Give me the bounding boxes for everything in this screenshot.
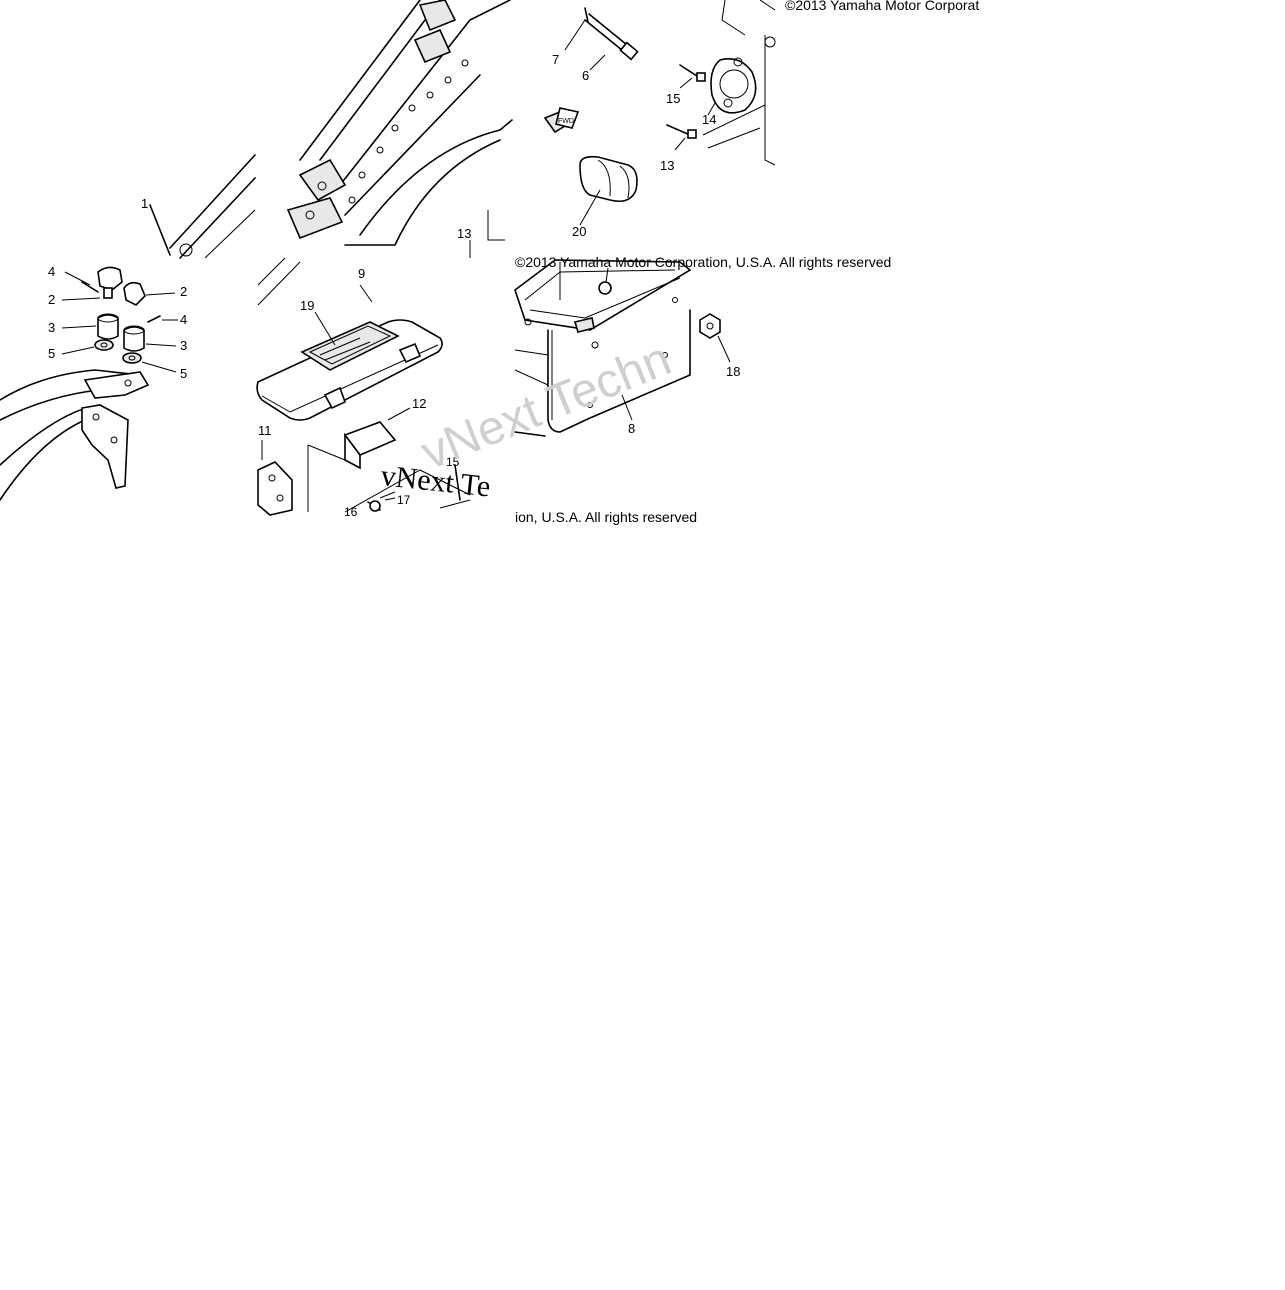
callout-11: 11 [258, 423, 272, 438]
callout-5-left: 5 [48, 346, 55, 361]
copyright-bottom: ion, U.S.A. All rights reserved [515, 509, 697, 525]
callout-17: 17 [397, 493, 411, 507]
callout-4-right: 4 [180, 312, 187, 327]
callout-6: 6 [582, 68, 589, 83]
callout-1-top: 1 [141, 196, 148, 211]
panel-top-right: 7 6 14 15 13 FWD 20 [543, 0, 776, 239]
panel-right: 18 8 [514, 259, 740, 437]
callout-2-right: 2 [180, 284, 187, 299]
callout-14: 14 [702, 112, 716, 127]
panel-top-middle: 13 [286, 0, 513, 258]
panel-left: 4 2 2 4 3 3 5 5 [0, 264, 187, 501]
callout-13-top-right: 13 [660, 158, 674, 173]
callout-13-top-middle: 13 [457, 226, 471, 241]
callout-18: 18 [726, 364, 740, 379]
callout-20: 20 [572, 224, 586, 239]
callout-8: 8 [628, 421, 635, 436]
callout-5-right: 5 [180, 366, 187, 381]
callout-4-left: 4 [48, 264, 55, 279]
callout-15-center: 15 [446, 455, 460, 469]
panel-center: 9 19 12 11 17 16 15 [256, 257, 471, 519]
callout-16: 16 [344, 505, 358, 519]
callout-3-right: 3 [180, 338, 187, 353]
callout-7: 7 [552, 52, 559, 67]
callout-3-left: 3 [48, 320, 55, 335]
callout-12: 12 [412, 396, 426, 411]
copyright-middle: ©2013 Yamaha Motor Corporation, U.S.A. A… [515, 254, 891, 270]
callout-15-top: 15 [666, 91, 680, 106]
callout-19: 19 [300, 298, 314, 313]
fwd-tag-label: FWD [558, 118, 574, 125]
callout-9: 9 [358, 266, 365, 281]
callout-2-left: 2 [48, 292, 55, 307]
copyright-top-right: ©2013 Yamaha Motor Corporat [785, 0, 979, 13]
panel-top-left: 1 [141, 154, 256, 259]
